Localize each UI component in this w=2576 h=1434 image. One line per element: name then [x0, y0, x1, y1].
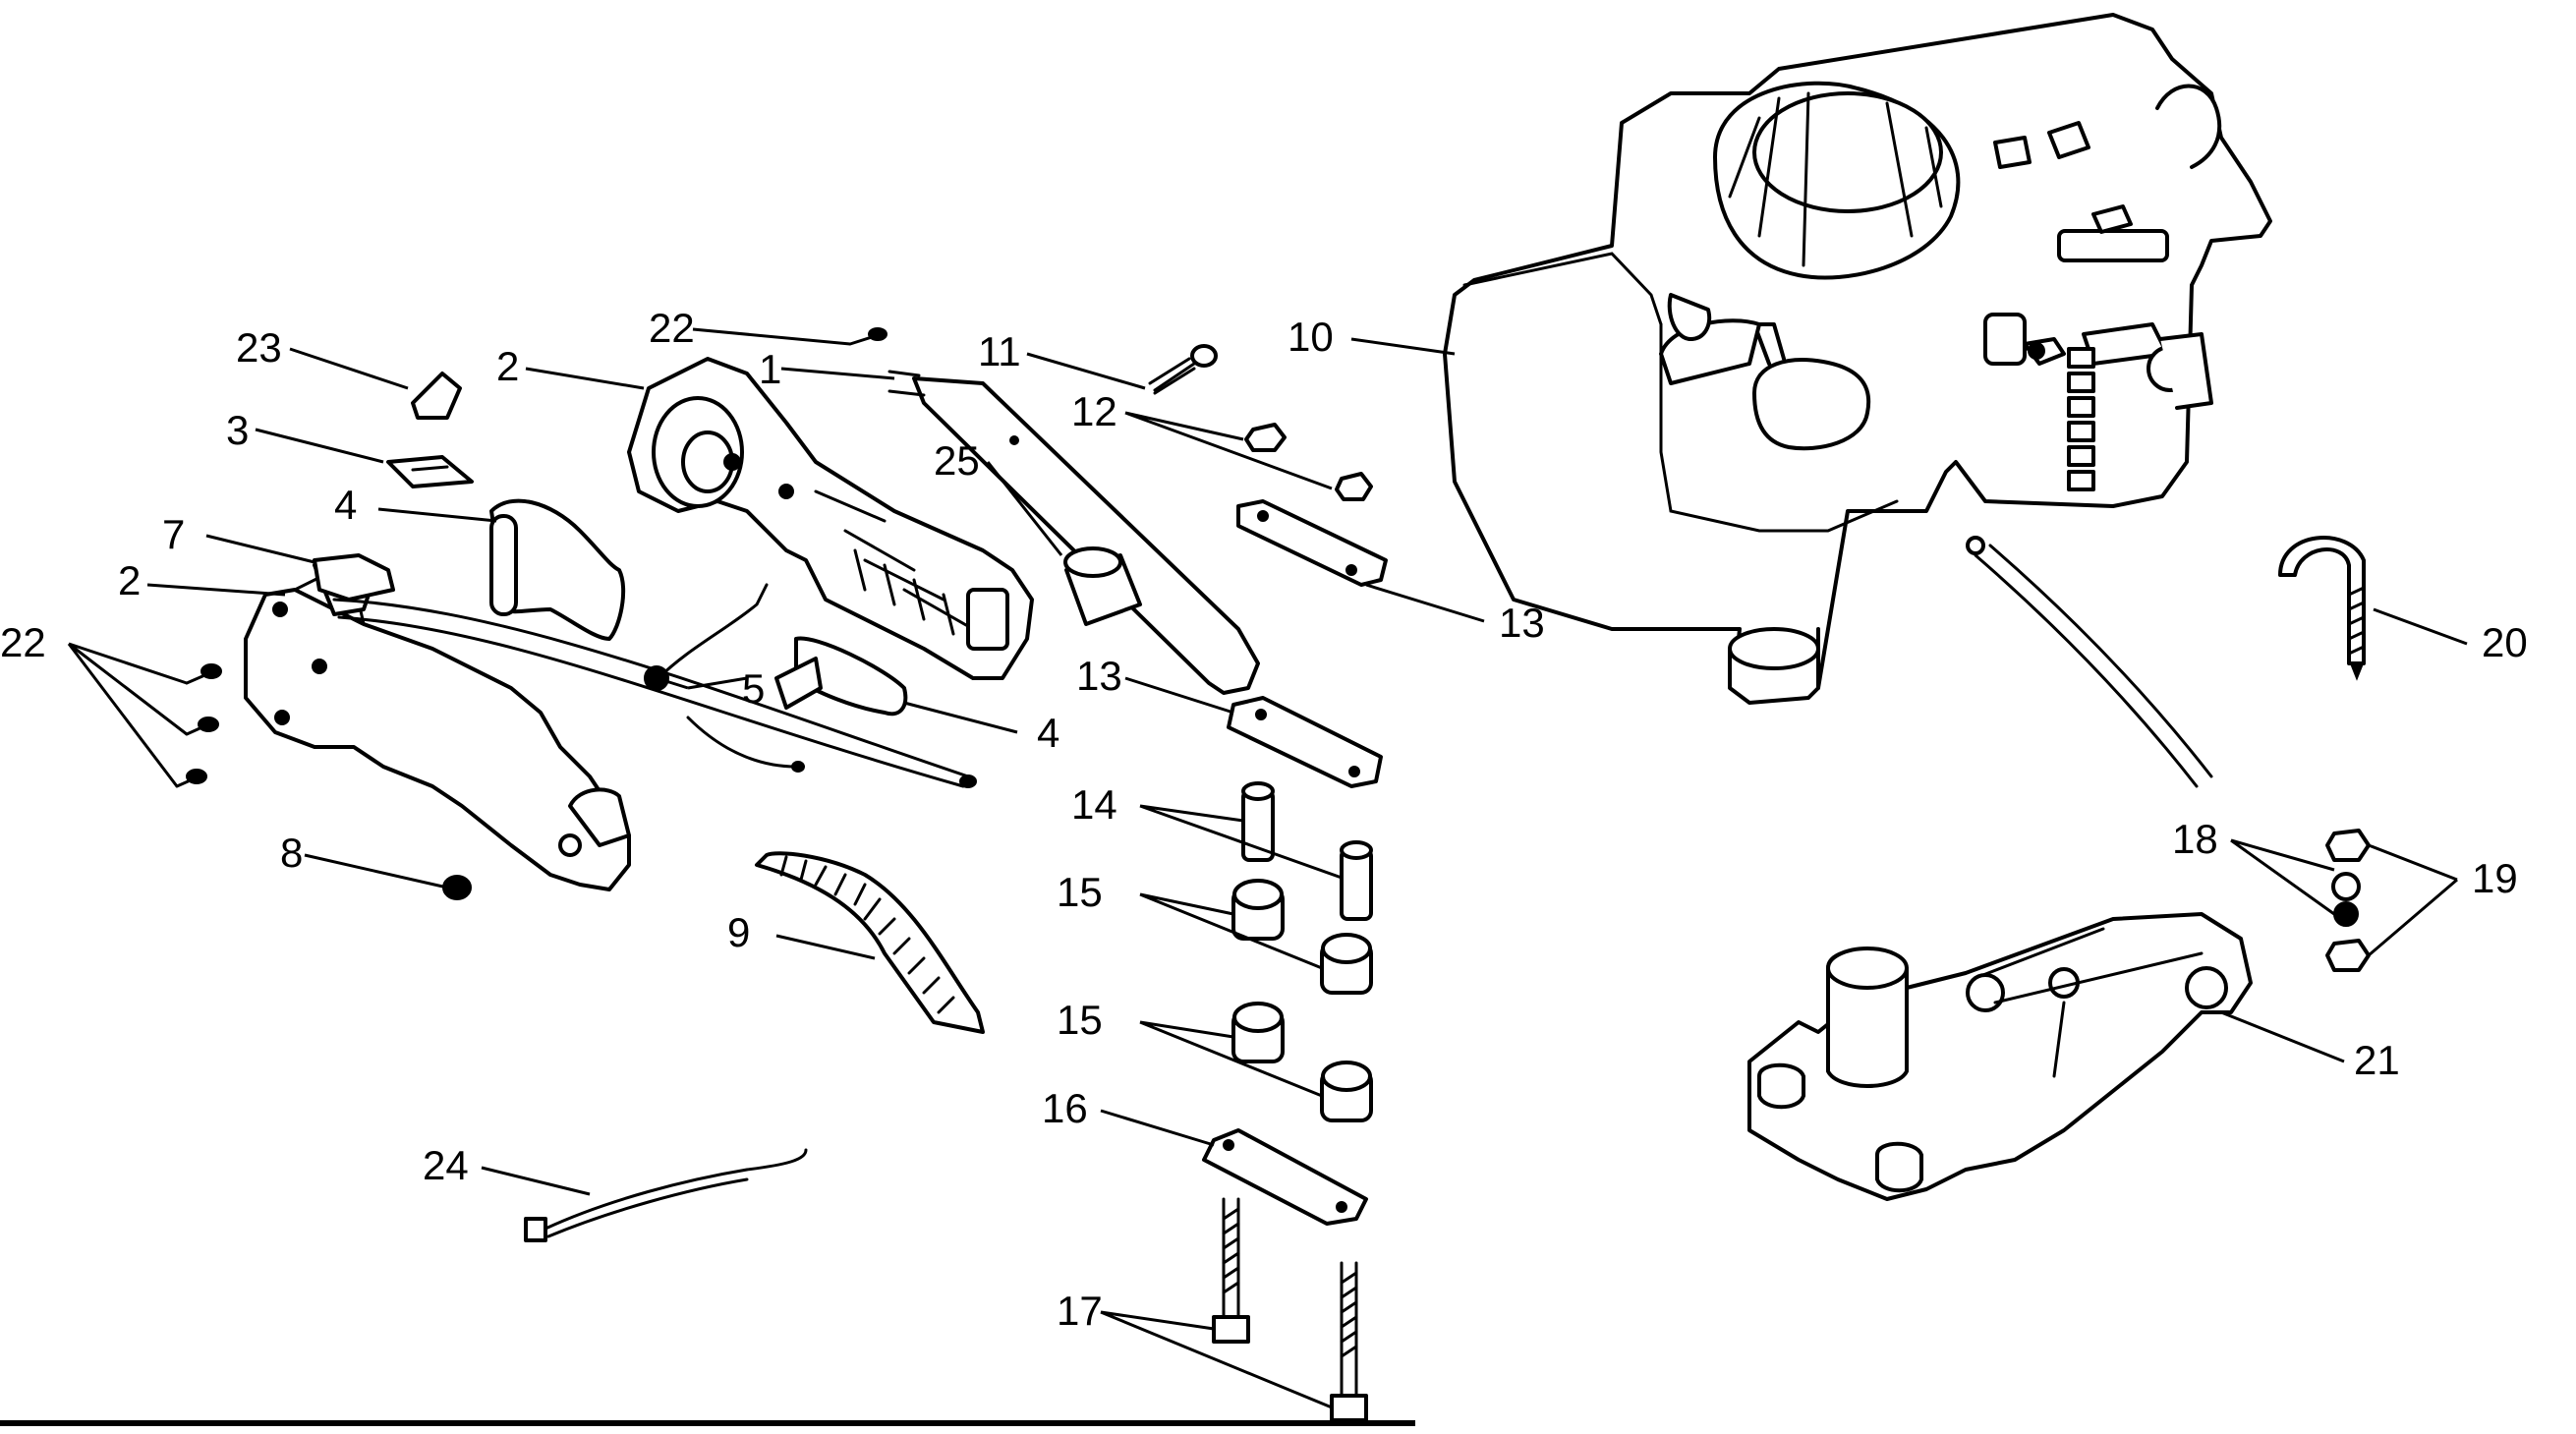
callout-10: 10 — [1288, 314, 1334, 360]
callout-16: 16 — [1042, 1085, 1088, 1131]
part-23 — [411, 372, 462, 420]
spacers-14 — [1241, 781, 1373, 921]
callout-24: 24 — [423, 1142, 469, 1188]
strap-16 — [1202, 1128, 1368, 1226]
screw-22-top — [848, 327, 887, 346]
callout-13-lower: 13 — [1076, 653, 1122, 699]
trigger-part-4 — [489, 498, 626, 641]
fastener-8 — [442, 875, 472, 900]
bracket-part-7 — [313, 553, 395, 602]
screws-22-left — [175, 663, 222, 788]
callout-17: 17 — [1057, 1288, 1103, 1334]
bolts-17 — [1212, 1197, 1368, 1422]
bottom-rule — [0, 1420, 1415, 1426]
engine-part-10 — [1443, 13, 2272, 705]
callout-9: 9 — [727, 909, 750, 955]
callout-22-top: 22 — [649, 305, 695, 351]
nuts-12 — [1244, 423, 1373, 501]
callout-4-upper: 4 — [334, 482, 357, 528]
callout-4-lower: 4 — [1037, 710, 1059, 756]
callout-25: 25 — [934, 437, 980, 484]
grommets-15 — [1231, 879, 1373, 1122]
callout-21: 21 — [2354, 1037, 2400, 1083]
throttle-cable — [332, 598, 977, 788]
callout-1: 1 — [759, 346, 781, 392]
hook-bolt-20 — [2278, 536, 2366, 681]
tie-strap-24 — [524, 1148, 808, 1242]
callout-15-lower: 15 — [1057, 997, 1103, 1043]
nuts-19 — [2325, 829, 2371, 972]
callout-5: 5 — [742, 665, 765, 712]
callout-labels: 1 2 2 3 4 4 5 7 8 9 10 11 12 13 13 14 15… — [0, 305, 2528, 1334]
engine-cable — [1966, 536, 2213, 788]
callout-15-upper: 15 — [1057, 869, 1103, 915]
base-plate-21 — [1747, 912, 2253, 1201]
part-3 — [386, 455, 474, 488]
callout-18: 18 — [2172, 816, 2218, 862]
callout-3: 3 — [226, 407, 249, 453]
shaft-part-1 — [887, 370, 1260, 695]
callout-13-upper: 13 — [1499, 600, 1545, 646]
callout-11: 11 — [978, 328, 1021, 374]
flex-tube-9 — [755, 851, 985, 1034]
callout-2-lower: 2 — [118, 557, 141, 603]
leader-lines — [67, 327, 2468, 1409]
callout-8: 8 — [280, 830, 303, 876]
callout-2-upper: 2 — [496, 343, 519, 389]
handle-housing-upper — [627, 357, 1034, 680]
callout-14: 14 — [1071, 781, 1117, 828]
callout-20: 20 — [2482, 619, 2528, 665]
trigger-part-4b — [774, 636, 908, 717]
callout-23: 23 — [236, 324, 282, 371]
bushing-25 — [1063, 546, 1142, 626]
callout-12: 12 — [1071, 388, 1117, 434]
callout-22-left: 22 — [0, 619, 46, 665]
screw-11 — [1148, 344, 1218, 395]
callout-19: 19 — [2472, 855, 2518, 901]
callout-7: 7 — [162, 511, 185, 557]
plates-13 — [1227, 499, 1388, 788]
